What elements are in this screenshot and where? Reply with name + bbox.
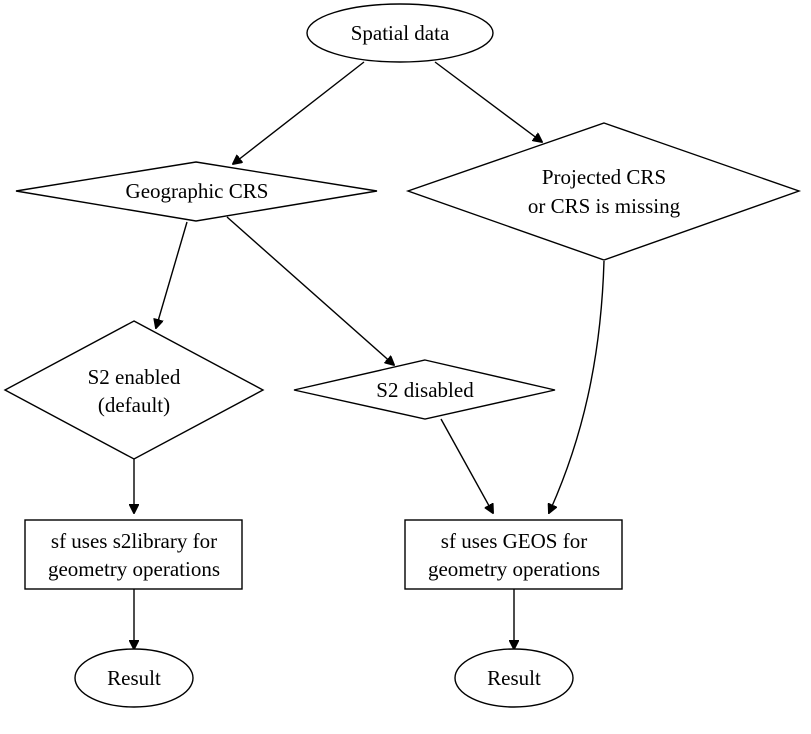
result-left-label: Result [107,666,161,690]
edge-s2-disabled-to-geos [440,418,493,513]
edge-geographic-to-s2-enabled [156,221,188,328]
result-left-ellipse [74,648,194,708]
node-s2-enabled: S2 enabled (default) [3,320,265,460]
s2-enabled-label-line1: S2 enabled [88,365,181,389]
sf-geos-label-line1: sf uses GEOS for [441,529,587,553]
geographic-crs-label: Geographic CRS [126,179,269,203]
edge-spatial-to-projected [434,61,542,142]
edge-geographic-to-s2-disabled [226,216,394,365]
edge-spatial-to-geographic [233,61,365,164]
sf-s2library-label-line2: geometry operations [48,557,220,581]
projected-crs-diamond [405,122,802,261]
result-right-ellipse [454,648,574,708]
s2-enabled-diamond [3,320,265,460]
node-sf-s2library: sf uses s2library for geometry operation… [24,519,243,590]
sf-s2library-label-line1: sf uses s2library for [51,529,217,553]
sf-geos-label-line2: geometry operations [428,557,600,581]
node-spatial-data: Spatial data [306,3,494,63]
geographic-crs-diamond [15,161,378,222]
edges [134,61,605,649]
node-projected-crs: Projected CRS or CRS is missing [405,122,802,261]
node-sf-geos: sf uses GEOS for geometry operations [404,519,623,590]
sf-s2library-box [24,519,243,590]
projected-crs-label-line2: or CRS is missing [528,194,681,218]
spatial-data-ellipse [306,3,494,63]
edge-projected-to-geos [549,260,605,513]
node-s2-disabled: S2 disabled [293,359,556,420]
result-right-label: Result [487,666,541,690]
node-result-left: Result [74,648,194,708]
node-geographic-crs: Geographic CRS [15,161,378,222]
s2-disabled-diamond [293,359,556,420]
sf-geos-box [404,519,623,590]
node-result-right: Result [454,648,574,708]
s2-disabled-label: S2 disabled [376,378,474,402]
projected-crs-label-line1: Projected CRS [542,165,666,189]
s2-enabled-label-line2: (default) [98,393,170,417]
spatial-data-label: Spatial data [351,21,450,45]
